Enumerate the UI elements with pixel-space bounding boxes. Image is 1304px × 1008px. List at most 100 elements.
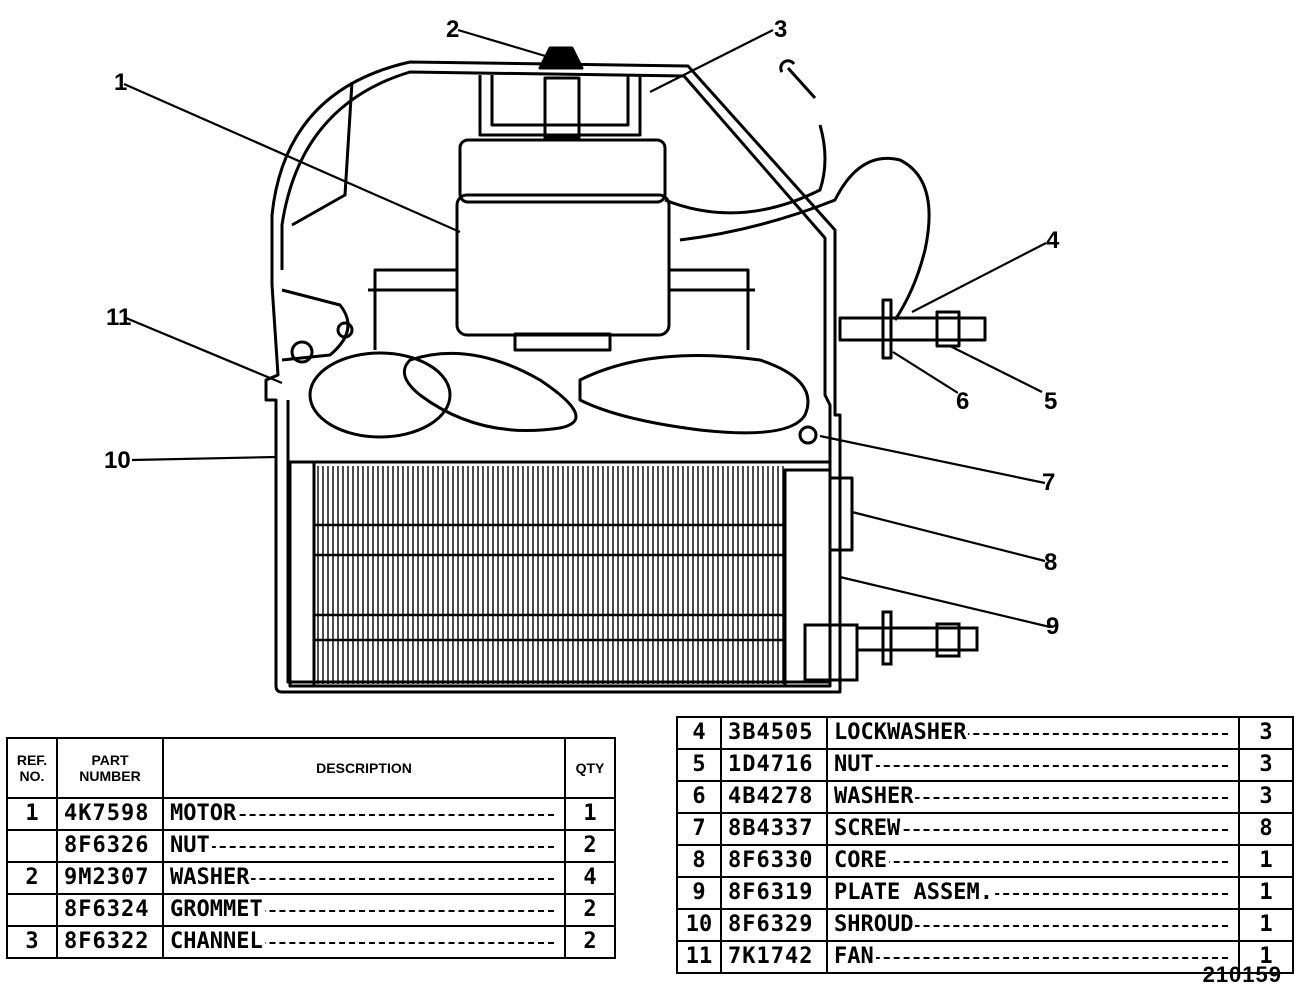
part-number: 8F6324	[56, 893, 164, 927]
ref-no	[6, 829, 58, 863]
upper-nut	[935, 310, 961, 348]
lower-nut	[935, 622, 961, 658]
core-left-tank	[288, 460, 316, 688]
fan-blade-left	[308, 351, 452, 439]
qty: 1	[1238, 940, 1294, 974]
heater-assembly-diagram: 1 2 3 4 5 6 7 8 9 10 11	[104, 16, 1060, 694]
ref-no: 5	[676, 748, 722, 782]
housing-outline	[264, 60, 842, 694]
motor-body	[455, 193, 671, 337]
wire-2	[679, 156, 931, 321]
callout-8: 8	[1044, 549, 1057, 576]
part-number: 3B4505	[720, 716, 828, 750]
channel	[478, 75, 642, 137]
ref-no: 8	[676, 844, 722, 878]
table-row: 8 8F6330 CORE 1	[676, 844, 1294, 878]
description: NUT	[162, 829, 566, 863]
parts-table-left: REF. NO. PART NUMBER DESCRIPTION QTY 1 4…	[6, 737, 616, 959]
description: CHANNEL	[162, 925, 566, 959]
channel-inner	[490, 75, 630, 127]
description: FAN	[826, 940, 1240, 974]
fan-frame	[373, 268, 750, 350]
part-number: 7K1742	[720, 940, 828, 974]
description: NUT	[826, 748, 1240, 782]
part-number: 8B4337	[720, 812, 828, 846]
qty: 3	[1238, 780, 1294, 814]
description: WASHER	[162, 861, 566, 895]
part-number: 1D4716	[720, 748, 828, 782]
part-number: 8F6329	[720, 908, 828, 942]
description: GROMMET	[162, 893, 566, 927]
table-row: 3 8F6322 CHANNEL 2	[6, 925, 616, 959]
table-row: 8F6326 NUT 2	[6, 829, 616, 863]
callout-6: 6	[956, 388, 969, 415]
ear-hole-2	[290, 340, 314, 364]
callout-4: 4	[1046, 227, 1060, 254]
part-number: 8F6330	[720, 844, 828, 878]
ref-no: 1	[6, 797, 58, 831]
description: MOTOR	[162, 797, 566, 831]
wire-1	[664, 124, 827, 215]
mounting-nut	[538, 46, 584, 70]
drawing-number: 210159	[1202, 962, 1282, 987]
description: SCREW	[826, 812, 1240, 846]
header-ref-no: REF. NO.	[6, 737, 58, 799]
upper-washer	[881, 298, 893, 360]
qty: 1	[564, 797, 616, 831]
table-row: 6 4B4278 WASHER 3	[676, 780, 1294, 814]
core-fins	[317, 466, 784, 684]
table-row: 1 4K7598 MOTOR 1	[6, 797, 616, 831]
callout-3: 3	[774, 16, 787, 43]
core	[288, 460, 832, 688]
description: SHROUD	[826, 908, 1240, 942]
loose-screw	[779, 59, 817, 100]
table-row: 9 8F6319 PLATE ASSEM. 1	[676, 876, 1294, 910]
table-row: 2 9M2307 WASHER 4	[6, 861, 616, 895]
table-row: 5 1D4716 NUT 3	[676, 748, 1294, 782]
table-row: 7 8B4337 SCREW 8	[676, 812, 1294, 846]
callout-11: 11	[106, 304, 131, 331]
header-qty: QTY	[564, 737, 616, 799]
callout-5: 5	[1044, 388, 1057, 415]
ref-no: 2	[6, 861, 58, 895]
qty: 2	[564, 893, 616, 927]
lower-bolt	[855, 626, 979, 652]
part-number: 8F6326	[56, 829, 164, 863]
callout-9: 9	[1046, 613, 1059, 640]
callout-10: 10	[104, 447, 131, 474]
qty: 3	[1238, 748, 1294, 782]
table-row: 4 3B4505 LOCKWASHER 3	[676, 716, 1294, 750]
table-row: 8F6324 GROMMET 2	[6, 893, 616, 927]
description: CORE	[826, 844, 1240, 878]
core-right-tank	[783, 468, 832, 688]
table-row: 11 7K1742 FAN 1	[676, 940, 1294, 974]
callout-7: 7	[1042, 469, 1055, 496]
description: PLATE ASSEM.	[826, 876, 1240, 910]
header-part-number: PART NUMBER	[56, 737, 164, 799]
part-number: 9M2307	[56, 861, 164, 895]
ref-no: 3	[6, 925, 58, 959]
qty: 2	[564, 829, 616, 863]
ref-no: 6	[676, 780, 722, 814]
callout-2: 2	[446, 16, 459, 43]
lower-fitting	[803, 623, 859, 682]
qty: 1	[1238, 844, 1294, 878]
ref-no: 10	[676, 908, 722, 942]
motor-base	[513, 332, 612, 352]
fan-blade-right	[578, 354, 810, 435]
screw-7	[798, 425, 818, 445]
upper-bolt	[838, 316, 987, 342]
ref-no: 11	[676, 940, 722, 974]
header-description: DESCRIPTION	[162, 737, 566, 799]
ref-no: 9	[676, 876, 722, 910]
part-number: 4K7598	[56, 797, 164, 831]
description: WASHER	[826, 780, 1240, 814]
motor-top	[458, 138, 667, 204]
description: LOCKWASHER	[826, 716, 1240, 750]
qty: 8	[1238, 812, 1294, 846]
qty: 2	[564, 925, 616, 959]
part-number: 8F6319	[720, 876, 828, 910]
ref-no: 7	[676, 812, 722, 846]
core-side-plate	[828, 476, 854, 552]
qty: 4	[564, 861, 616, 895]
